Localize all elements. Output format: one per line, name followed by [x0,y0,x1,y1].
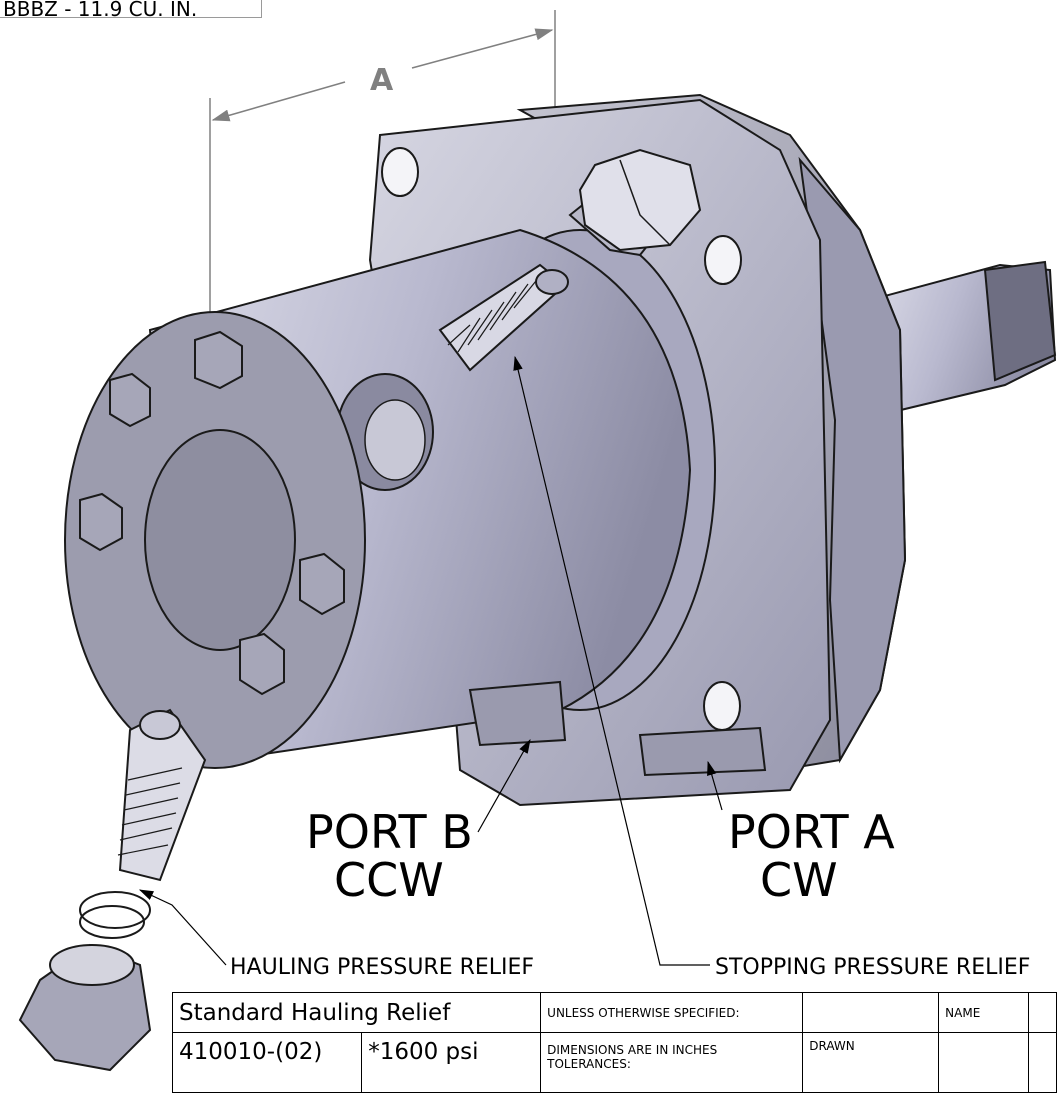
output-shaft [868,260,1057,417]
callout-leaders [138,355,723,966]
end-bolt [239,632,285,696]
product-name: Standard Hauling Relief [171,992,542,1033]
displacement-spec-text: BBBZ - 11.9 CU. IN. [3,0,198,21]
end-bolt [299,552,345,616]
dimension-label: A [370,63,394,98]
end-bolt [109,372,151,428]
part-number: 410010-(02) [171,1032,363,1093]
loose-relief-cartridge [79,708,207,939]
title-block-blank [938,1032,1029,1093]
hauling-relief-label: HAULING PRESSURE RELIEF [230,955,534,980]
dimensions-note: DIMENSIONS ARE IN INCHES [547,1043,718,1057]
end-bolt [194,330,243,390]
port-a-label: PORT A [728,805,895,859]
port-a-direction: CW [760,853,838,907]
port-bosses [468,680,767,777]
port-b-label: PORT B [306,805,473,859]
displacement-spec-box: BBBZ - 11.9 CU. IN. [0,0,262,21]
unless-specified: UNLESS OTHERWISE SPECIFIED: [540,992,804,1033]
flange-hex-plug [568,148,702,257]
stopping-relief-label: STOPPING PRESSURE RELIEF [715,955,1030,980]
dimension-a: A [209,10,556,320]
installed-relief-cartridge [438,263,569,372]
tolerances-note: TOLERANCES: [547,1057,631,1072]
loose-hex-cap [18,943,152,1072]
title-block-blank [802,992,940,1033]
port-b-direction: CCW [334,853,444,907]
title-block-blank [1027,992,1057,1033]
name-header: NAME [938,992,1029,1033]
end-cap [64,311,366,769]
relief-pressure: *1600 psi [361,1032,542,1093]
drawn-label: DRAWN [802,1032,940,1093]
title-block-blank [1027,1032,1057,1093]
end-bolt [79,492,123,552]
